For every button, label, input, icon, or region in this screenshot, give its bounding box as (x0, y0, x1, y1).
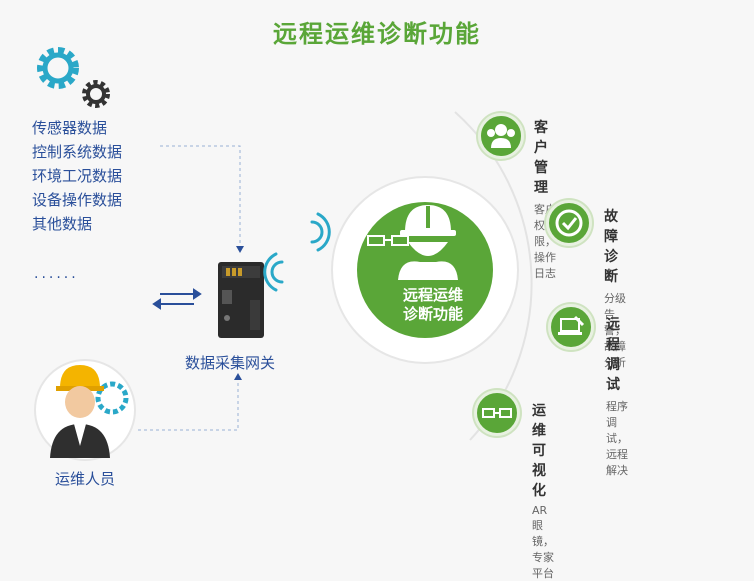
function-title: 远程调试 (606, 317, 620, 393)
data-source-sensor: 传感器数据 (32, 119, 108, 137)
function-title: 故障诊断 (604, 209, 618, 285)
data-source-equipment: 设备操作数据 (32, 191, 123, 209)
data-source-other: 其他数据 (32, 215, 93, 233)
diagram-canvas (34, 47, 533, 461)
gateway-device-icon (218, 262, 264, 338)
bidirectional-arrows-icon (152, 288, 202, 310)
page-title: 远程运维诊断功能 (273, 20, 481, 48)
function-subtitle: 客户权限，操作日志 (534, 203, 556, 280)
data-flow-arrow (236, 246, 244, 253)
data-flow-line (160, 145, 241, 248)
ar-glasses-icon (474, 390, 520, 436)
data-source-environment: 环境工况数据 (32, 167, 123, 185)
dark-gear-icon (82, 80, 110, 108)
center-label-line1: 远程运维 (402, 286, 463, 304)
function-title: 客户管理 (534, 120, 548, 196)
operator-flow-line (138, 378, 239, 431)
teal-gear-icon (37, 47, 79, 89)
function-title: 运维可视化 (532, 403, 546, 499)
operator-avatar (50, 365, 129, 458)
ar-glasses-center-icon (367, 235, 409, 246)
center-label-line2: 诊断功能 (402, 305, 463, 323)
wireless-signal-icon (263, 212, 331, 292)
clock-check-icon (546, 200, 592, 246)
function-subtitle: AR眼镜，专家平台 (532, 504, 554, 580)
function-subtitle: 分级告警，故障分析 (604, 292, 626, 369)
data-source-ellipsis: ...... (34, 266, 79, 282)
center-label: 远程运维 诊断功能 (368, 286, 498, 324)
laptop-wrench-icon (548, 304, 594, 350)
engineer-icon (398, 205, 458, 280)
operator-flow-arrow (234, 373, 242, 380)
data-source-control: 控制系统数据 (32, 143, 123, 161)
gateway-label: 数据采集网关 (185, 354, 276, 372)
function-subtitle: 程序调试，远程解决 (606, 400, 628, 477)
data-source-list: 传感器数据 控制系统数据 环境工况数据 设备操作数据 其他数据 (32, 116, 122, 236)
operator-label: 运维人员 (55, 470, 116, 488)
users-icon (478, 113, 524, 159)
